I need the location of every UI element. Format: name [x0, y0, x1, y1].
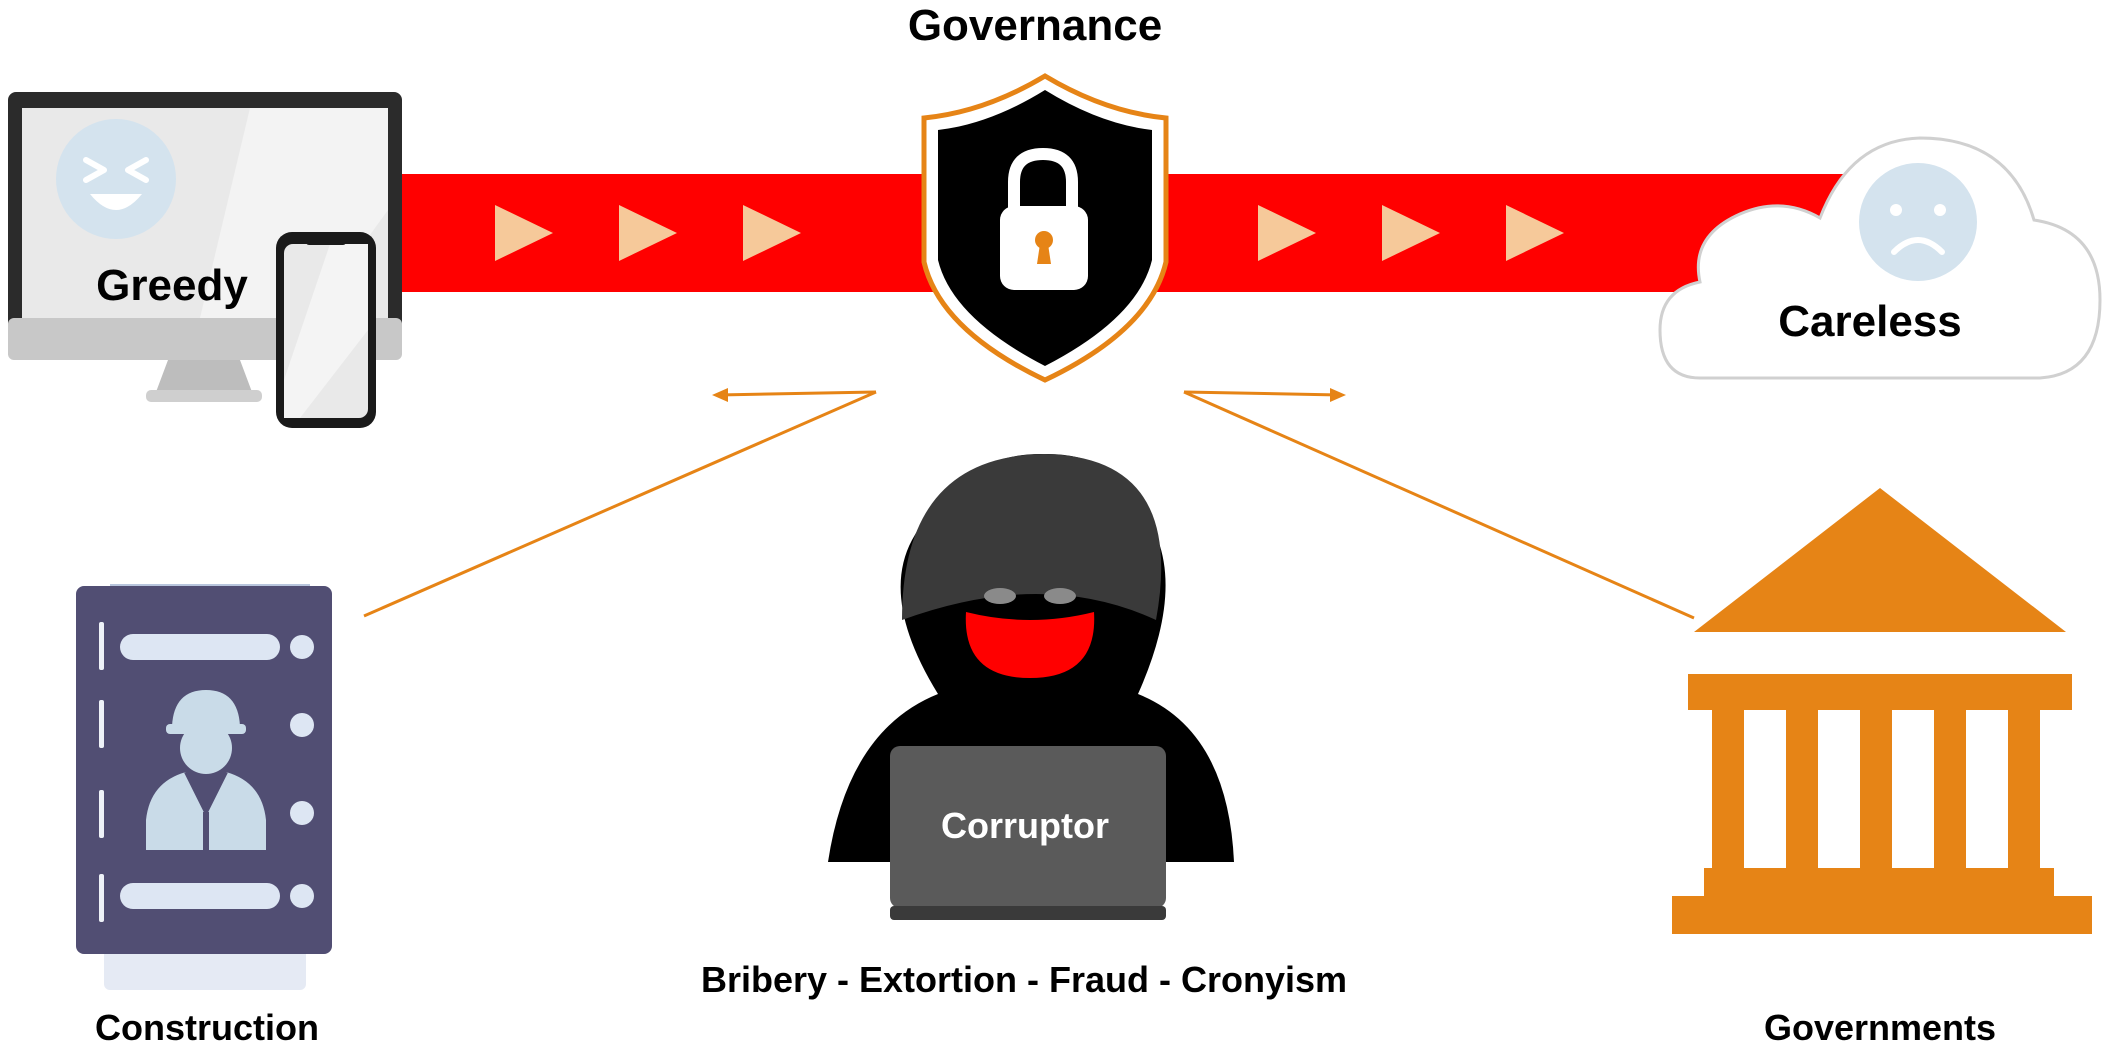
laughing-face-icon: [56, 119, 176, 239]
flow-arrows-left: [495, 205, 801, 261]
flow-arrow: [1258, 205, 1316, 261]
flow-arrows-right: [1258, 205, 1564, 261]
connector-line: [717, 390, 877, 397]
construction-label: Construction: [95, 1007, 319, 1045]
flow-arrow: [495, 205, 553, 261]
laptop-icon: [890, 746, 1166, 908]
corruption-caption: Bribery - Extortion - Fraud - Cronyism: [701, 959, 1347, 1000]
connector-line: [1183, 390, 1341, 397]
flow-arrow: [619, 205, 677, 261]
connector-arrowheads: [712, 388, 1346, 402]
shield-lock-icon: [921, 73, 1169, 383]
connectors: [363, 390, 1695, 620]
flow-arrow: [1382, 205, 1440, 261]
careless-node: Careless: [1658, 136, 2102, 380]
governments-label: Governments: [1764, 1007, 1996, 1045]
connector-line: [1183, 390, 1695, 620]
careless-label: Careless: [1778, 297, 1961, 346]
corruptor-label: Corruptor: [941, 805, 1109, 846]
governance-node: Governance: [908, 1, 1169, 383]
connector-arrowhead: [1330, 388, 1346, 402]
flow-arrow: [1506, 205, 1564, 261]
connector-arrowhead: [712, 388, 728, 402]
connector-line: [363, 390, 877, 618]
corruptor-node: Corruptor Bribery - Extortion - Fraud - …: [701, 453, 1347, 1000]
hooded-hacker-icon: [828, 453, 1234, 920]
governance-title: Governance: [908, 1, 1162, 50]
governments-node: Governments: [1672, 488, 2092, 1045]
worker-id-card-icon: [76, 584, 332, 990]
greedy-node: Greedy: [8, 92, 402, 428]
sad-face-icon: [1859, 163, 1977, 281]
construction-node: Construction: [76, 584, 332, 1045]
greedy-label: Greedy: [96, 261, 248, 310]
government-building-icon: [1672, 488, 2092, 934]
computer-phone-icon: [8, 92, 402, 428]
flow-arrow: [743, 205, 801, 261]
